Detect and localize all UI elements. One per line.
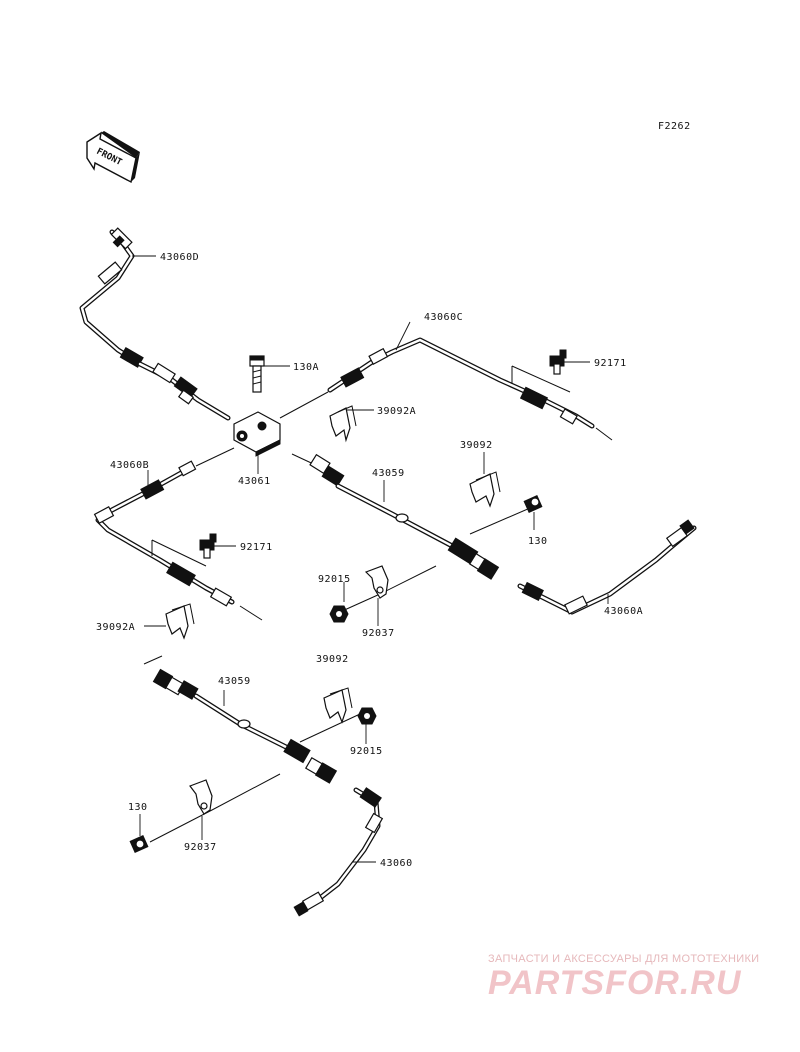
label-92171-top: 92171 [594,358,627,369]
label-92037-low: 92037 [184,842,217,853]
label-92015-low: 92015 [350,746,383,757]
front-arrow-icon: FRONT [86,131,140,184]
brake-line-43060D [79,227,231,421]
brake-line-43060B [93,447,263,621]
label-43059-low: 43059 [218,676,251,687]
label-130-low: 130 [128,802,148,813]
clamp-92037-mid [339,565,437,613]
junction-block-43061 [233,411,281,457]
bolt-130-low [129,773,281,853]
label-43060B: 43060B [110,460,149,471]
label-92171-left: 92171 [240,542,273,553]
brake-hose-43059-low [143,655,338,784]
bleeder-92171-top [549,349,567,375]
clip-39092-low [323,687,353,724]
leader-lines [132,255,609,863]
label-43060C: 43060C [424,312,463,323]
label-43060: 43060 [380,858,413,869]
label-92015-mid: 92015 [318,574,351,585]
clamp-92037-low [189,779,213,815]
label-39092A-top: 39092A [377,406,416,417]
clip-39092A-top [329,405,357,443]
watermark-caption: ЗАПЧАСТИ И АКСЕССУАРЫ ДЛЯ МОТОТЕХНИКИ [488,953,759,965]
label-43060D: 43060D [160,252,199,263]
brake-line-43060 [293,787,384,917]
label-130-right: 130 [528,536,548,547]
clip-39092A-left [165,603,195,640]
figure-ref-code: F2262 [658,121,691,132]
nut-92015-low [299,707,377,743]
bolt-130A [249,355,265,393]
label-39092-mid: 39092 [460,440,493,451]
label-39092A-left: 39092A [96,622,135,633]
brake-hose-43059-top [291,453,500,580]
watermark-brand: PARTSFOR.RU [488,964,742,1002]
clip-39092-mid [469,471,501,508]
label-43059-top: 43059 [372,468,405,479]
label-43061: 43061 [238,476,271,487]
bolt-130-right [469,495,543,535]
nut-92015-mid [329,605,349,623]
bleeder-92171-left [199,533,217,559]
label-130A: 130A [293,362,319,373]
label-43060A: 43060A [604,606,643,617]
brake-line-43060A [517,519,697,615]
label-39092-low: 39092 [316,654,349,665]
label-92037-mid: 92037 [362,628,395,639]
brake-line-43060C [279,337,613,441]
